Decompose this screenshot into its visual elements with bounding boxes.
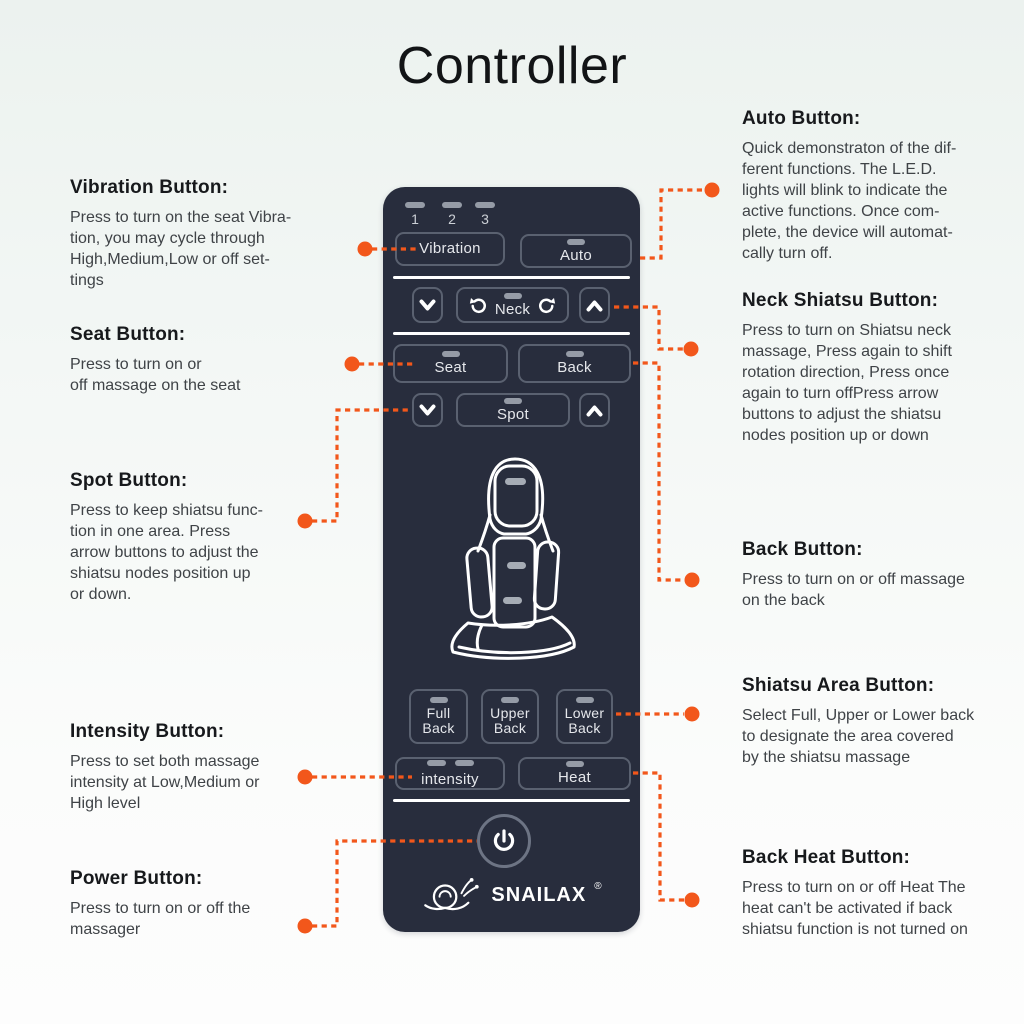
neck-up-button[interactable] xyxy=(579,287,610,323)
rotate-ccw-icon xyxy=(469,297,486,313)
annotation-shiatsu-area: Shiatsu Area Button: Select Full, Upper … xyxy=(742,675,1024,768)
auto-button[interactable]: Auto xyxy=(520,234,632,268)
chevron-up-icon xyxy=(586,405,603,416)
back-button[interactable]: Back xyxy=(518,344,631,383)
annotation-body: Press to turn on Shiatsu neck massage, P… xyxy=(742,322,952,444)
annotation-back: Back Button: Press to turn on or off mas… xyxy=(742,539,1024,611)
back-led-icon xyxy=(565,351,584,357)
spot-button[interactable]: Spot xyxy=(456,393,570,427)
annotation-back-heat: Back Heat Button: Press to turn on or of… xyxy=(742,847,1024,940)
annotation-neck-shiatsu: Neck Shiatsu Button: Press to turn on Sh… xyxy=(742,290,1024,446)
spot-up-button[interactable] xyxy=(579,393,610,427)
chevron-up-icon xyxy=(586,300,603,311)
lower-back-button-label: Lower Back xyxy=(564,705,605,736)
upper-back-led-icon xyxy=(501,697,519,703)
led-indicator-1 xyxy=(405,202,425,208)
annotation-body: Press to turn on or off massage on the s… xyxy=(70,356,241,394)
lower-back-button[interactable]: Lower Back xyxy=(556,689,613,744)
annotation-body: Press to turn on or off massage on the b… xyxy=(742,571,965,609)
annotation-heading: Auto Button: xyxy=(742,108,861,129)
power-icon xyxy=(493,829,515,851)
auto-led-icon xyxy=(567,238,585,245)
annotation-auto: Auto Button: Quick demonstraton of the d… xyxy=(742,108,1024,264)
heat-button[interactable]: Heat xyxy=(518,757,631,790)
spot-led-icon xyxy=(504,397,522,404)
neck-button-label: Neck xyxy=(494,300,531,318)
snail-logo-icon xyxy=(424,877,480,911)
annotation-heading: Shiatsu Area Button: xyxy=(742,675,935,696)
spot-down-button[interactable] xyxy=(412,393,443,427)
neck-led-icon xyxy=(503,292,522,299)
annotation-body: Press to turn on or off Heat The heat ca… xyxy=(742,879,968,938)
brand-row: SNAILAX ® xyxy=(383,875,640,915)
vibration-button-label: Vibration xyxy=(419,240,481,257)
neck-callout-dot xyxy=(683,341,699,357)
massage-seat-illustration xyxy=(450,457,576,660)
page-title: Controller xyxy=(396,37,628,95)
shiatsu-area-callout-dot xyxy=(684,706,700,722)
seat-button-label: Seat xyxy=(434,359,467,376)
back-button-label: Back xyxy=(557,359,592,376)
divider xyxy=(393,276,630,279)
annotation-body: Press to turn on the seat Vibra- tion, y… xyxy=(70,209,292,289)
annotation-vibration: Vibration Button: Press to turn on the s… xyxy=(70,177,360,291)
divider xyxy=(393,799,630,802)
annotation-body: Press to turn on or off the massager xyxy=(70,900,251,938)
registered-mark: ® xyxy=(594,880,602,892)
led-number: 1 xyxy=(411,211,419,227)
annotation-heading: Power Button: xyxy=(70,868,203,889)
full-back-button[interactable]: Full Back xyxy=(409,689,468,744)
vibration-button[interactable]: Vibration xyxy=(395,232,505,266)
annotation-power: Power Button: Press to turn on or off th… xyxy=(70,868,360,940)
back-heat-callout-dot xyxy=(684,892,700,908)
power-button[interactable] xyxy=(477,814,531,868)
chevron-down-icon xyxy=(419,299,436,310)
auto-button-label: Auto xyxy=(559,246,593,264)
led-number: 3 xyxy=(481,211,489,227)
full-back-button-label: Full Back xyxy=(422,705,455,736)
back-callout-dot xyxy=(684,572,700,588)
annotation-body: Select Full, Upper or Lower back to desi… xyxy=(742,707,975,766)
seat-button[interactable]: Seat xyxy=(393,344,508,383)
led-indicator-3 xyxy=(475,202,495,208)
back-heat-connector-line xyxy=(633,771,684,902)
remote-controller: 1 2 3 Vibration Auto Neck xyxy=(383,187,640,932)
brand-name: SNAILAX xyxy=(491,883,587,906)
divider xyxy=(393,332,630,335)
auto-connector-line xyxy=(640,188,705,260)
neck-button[interactable]: Neck xyxy=(456,287,569,323)
auto-callout-dot xyxy=(704,182,720,198)
annotation-intensity: Intensity Button: Press to set both mass… xyxy=(70,721,360,814)
full-back-led-icon xyxy=(429,697,448,703)
led-number: 2 xyxy=(448,211,456,227)
annotation-seat: Seat Button: Press to turn on or off mas… xyxy=(70,324,360,396)
heat-led-icon xyxy=(565,761,584,767)
lower-back-led-icon xyxy=(575,697,594,703)
led-indicator-2 xyxy=(442,202,462,208)
neck-down-button[interactable] xyxy=(412,287,443,323)
annotation-heading: Vibration Button: xyxy=(70,177,229,198)
upper-back-button[interactable]: Upper Back xyxy=(481,689,539,744)
annotation-spot: Spot Button: Press to keep shiatsu func-… xyxy=(70,470,300,605)
annotation-heading: Seat Button: xyxy=(70,324,186,345)
annotation-heading: Spot Button: xyxy=(70,470,188,491)
spot-button-label: Spot xyxy=(496,405,530,423)
back-connector-line xyxy=(633,361,684,582)
intensity-led-icons xyxy=(426,759,474,769)
annotation-body: Press to set both massage intensity at L… xyxy=(70,753,260,812)
annotation-body: Press to keep shiatsu func- tion in one … xyxy=(70,502,263,603)
heat-button-label: Heat xyxy=(558,769,591,786)
chevron-down-icon xyxy=(419,404,436,415)
intensity-button-label: intensity xyxy=(421,770,479,788)
intensity-button[interactable]: intensity xyxy=(395,757,505,790)
rotate-cw-icon xyxy=(539,297,556,313)
annotation-heading: Neck Shiatsu Button: xyxy=(742,290,939,311)
annotation-heading: Back Button: xyxy=(742,539,863,560)
seat-led-icon xyxy=(441,351,460,357)
annotation-heading: Back Heat Button: xyxy=(742,847,911,868)
annotation-body: Quick demonstraton of the dif- ferent fu… xyxy=(742,140,957,262)
upper-back-button-label: Upper Back xyxy=(490,705,530,736)
annotation-heading: Intensity Button: xyxy=(70,721,225,742)
